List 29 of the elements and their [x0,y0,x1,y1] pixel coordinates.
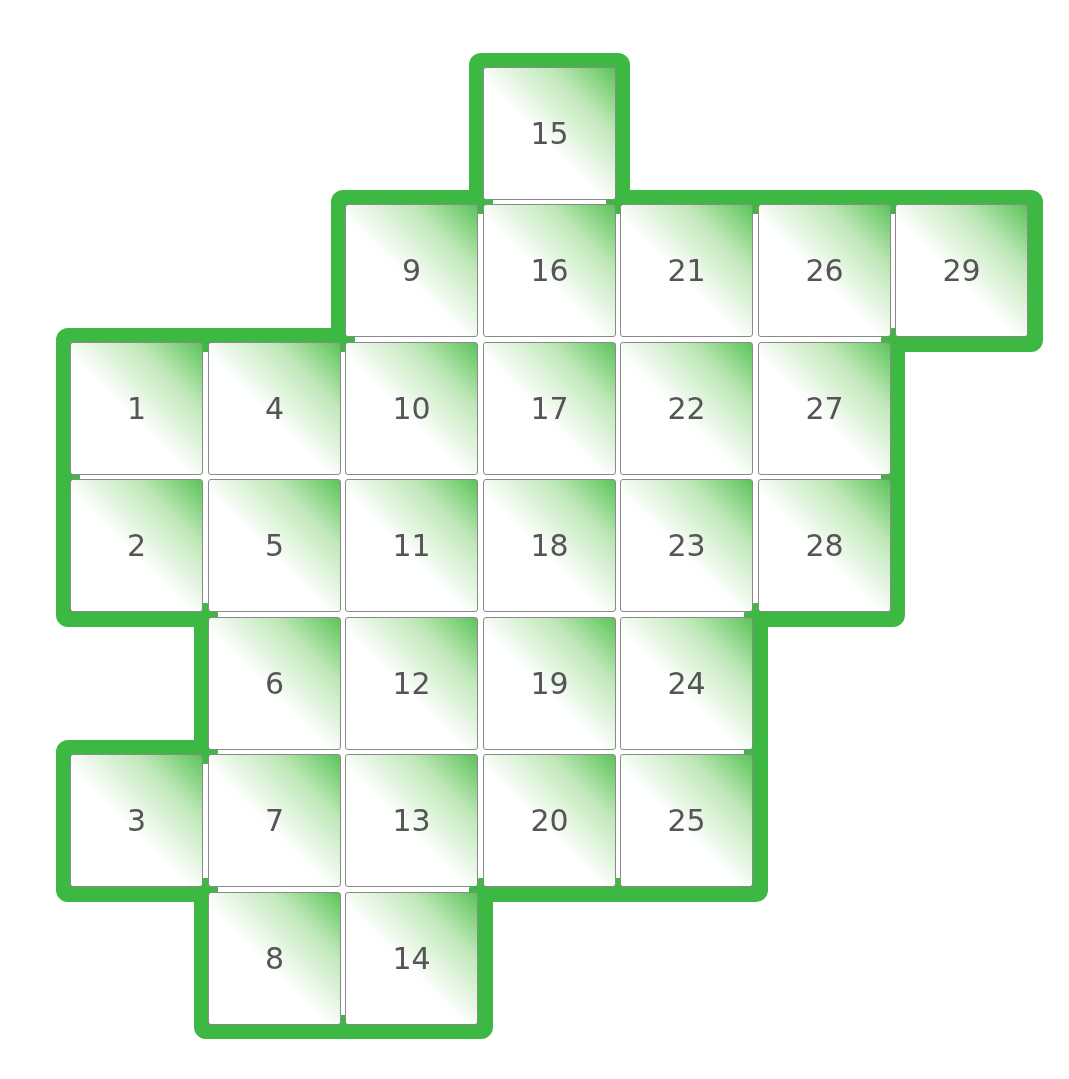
number-tile: 23 [620,479,753,612]
number-tile: 9 [345,204,478,337]
number-tile: 17 [483,342,616,475]
number-tile: 4 [208,342,341,475]
number-tile: 20 [483,754,616,887]
number-tile: 5 [208,479,341,612]
number-tile: 16 [483,204,616,337]
number-tile: 2 [70,479,203,612]
number-tile: 8 [208,892,341,1025]
number-tile: 1 [70,342,203,475]
number-tile: 28 [758,479,891,612]
number-tile: 12 [345,617,478,750]
number-tile: 22 [620,342,753,475]
number-tile: 10 [345,342,478,475]
number-tile: 7 [208,754,341,887]
number-tile: 26 [758,204,891,337]
number-tile: 3 [70,754,203,887]
number-tile: 11 [345,479,478,612]
number-tile: 21 [620,204,753,337]
number-tile: 19 [483,617,616,750]
number-tile: 14 [345,892,478,1025]
number-tile: 27 [758,342,891,475]
number-tile: 29 [895,204,1028,337]
number-tile: 15 [483,67,616,200]
number-tile: 6 [208,617,341,750]
number-tile: 18 [483,479,616,612]
number-tile: 24 [620,617,753,750]
number-tile: 25 [620,754,753,887]
number-tile: 13 [345,754,478,887]
